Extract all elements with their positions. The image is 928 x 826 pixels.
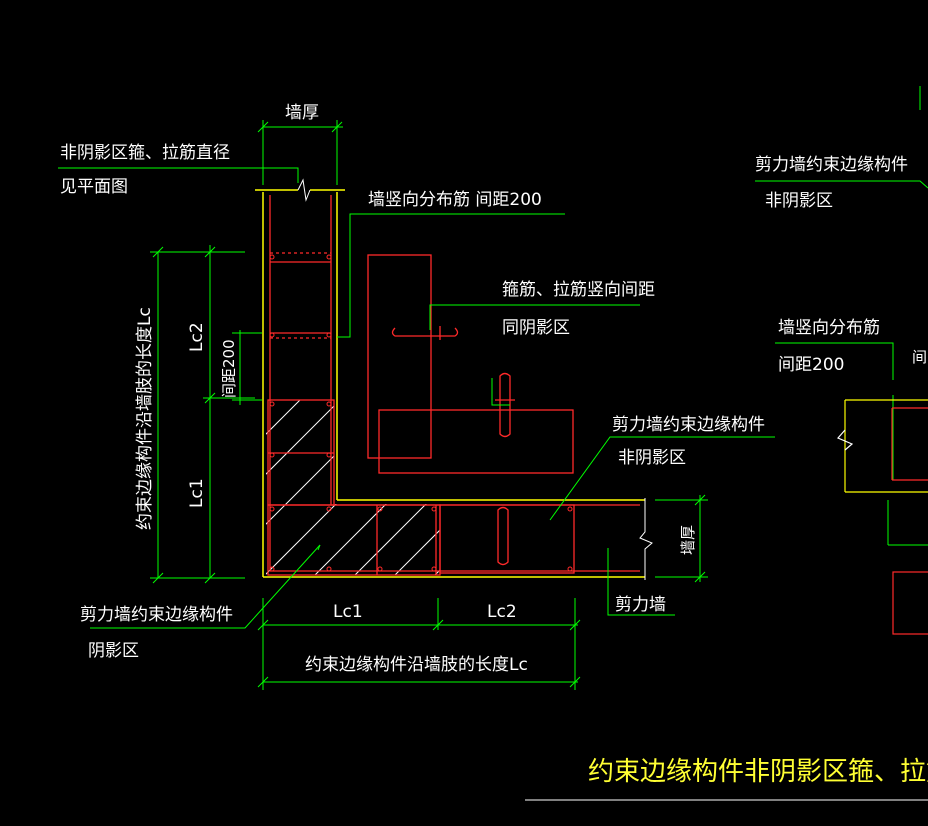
rebar-cage [267,195,640,576]
label-stirrup-spacing-line1: 箍筋、拉筋竖向间距 [502,280,655,300]
dimension-lines [58,86,928,690]
label-right-nonshadow-line1: 剪力墙约束边缘构件 [755,155,908,175]
label-nonshadow-zone-line1: 剪力墙约束边缘构件 [612,415,765,435]
drawing-title: 约束边缘构件非阴影区箍、拉筋做法图 [588,757,928,787]
label-right-partial: 间 [912,348,927,366]
label-wall-thickness: 墙厚 [285,103,319,123]
label-nonshadow-stirrup-line2: 见平面图 [60,177,128,197]
label-edge-length-vertical: 约束边缘构件沿墙肢的长度Lc [135,307,155,530]
label-nonshadow-stirrup-line1: 非阴影区箍、拉筋直径 [60,143,230,163]
label-nonshadow-zone-line2: 非阴影区 [618,448,686,468]
label-vertical-rebar: 墙竖向分布筋 间距200 [368,190,542,210]
label-stirrup-spacing-line2: 同阴影区 [502,318,570,338]
label-shadow-zone-line2: 阴影区 [88,641,139,661]
label-lc1-horizontal: Lc1 [333,602,363,622]
label-lc2-horizontal: Lc2 [487,602,517,622]
label-shadow-zone-line1: 剪力墙约束边缘构件 [80,605,233,625]
rebar-dots [269,254,573,572]
top-break-mark [297,178,311,202]
label-lc1-vertical: Lc1 [187,478,207,508]
shadow-zone-hatch [266,400,440,575]
label-edge-length-horizontal: 约束边缘构件沿墙肢的长度Lc [305,655,528,675]
label-wall-thickness-right: 墙厚 [679,525,697,555]
label-spacing-200: 间距200 [220,339,238,398]
label-right-vertical-line2: 间距200 [778,355,844,375]
right-partial-detail [837,399,928,635]
right-break-mark [639,498,653,580]
label-shear-wall: 剪力墙 [615,595,666,615]
label-lc2-vertical: Lc2 [187,322,207,352]
wall-outline [255,189,645,578]
label-right-vertical-line1: 墙竖向分布筋 [778,318,880,338]
label-right-nonshadow-line2: 非阴影区 [765,191,833,211]
